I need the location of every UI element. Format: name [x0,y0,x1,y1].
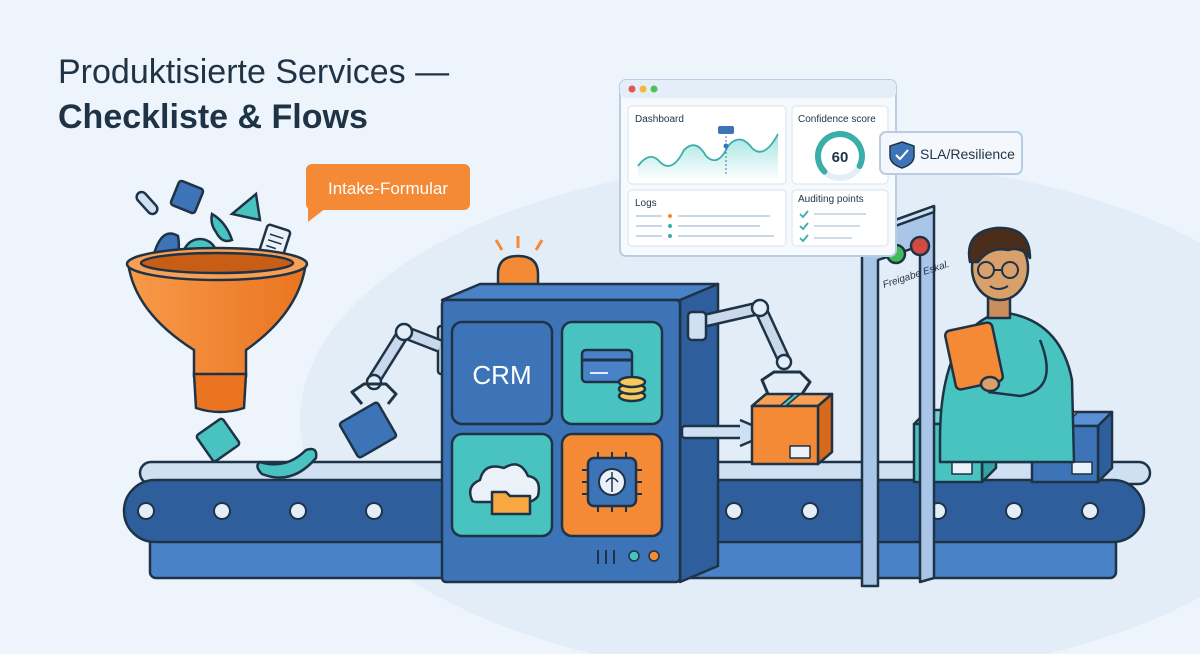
left-robot-arm [338,322,450,459]
confidence-value: 60 [832,149,849,166]
gripped-blue-cube [338,401,398,459]
machine-vent [597,550,615,564]
log-lines [636,214,774,238]
window-close-dot [628,85,636,93]
flying-shapes [135,179,318,479]
audit-checklist [799,210,866,243]
intake-form-label: Intake-Formular [328,179,448,198]
funnel-spout [192,372,248,414]
dashboard-window: Dashboard Confidence score 60 Logs Audit… [619,79,897,257]
title-line-1: Produktisierte Services — [58,53,450,91]
module-crm-label: CRM [472,360,531,390]
panel-auditing [791,189,889,247]
payment-card-icon [580,348,634,384]
window-minimize-dot [639,85,647,93]
sla-resilience-badge: SLA/Resilience [879,131,1023,175]
sla-label: SLA/Resilience [920,146,1015,162]
ai-brain-chip-icon [582,452,642,512]
panel-confidence-label: Confidence score [798,114,876,125]
module-crm [450,320,554,426]
glasses-icon [977,261,1019,279]
falling-teal-square [195,417,241,463]
flying-blue-square [169,179,205,215]
processing-machine: CRM [440,236,720,584]
flying-teal-triangle [229,191,262,222]
shield-check-icon [889,141,915,169]
person-arm [987,339,1048,398]
funnel-opening [139,251,295,275]
pusher-rod [680,418,756,448]
page-title: Produktisierte Services — Checkliste & F… [58,50,449,140]
panel-logs [627,189,787,247]
orange-package-box [750,392,834,466]
dashboard-line-chart [638,134,778,178]
gate-red-light [909,235,931,257]
machine-indicator-orange [648,550,660,562]
panel-logs-label: Logs [635,198,657,209]
person-operator [938,226,1076,464]
title-line-2: Checkliste & Flows [58,98,368,136]
panel-auditing-label: Auditing points [798,194,864,205]
window-maximize-dot [650,85,658,93]
flying-grey-pill [135,190,159,216]
intake-form-bubble: Intake-Formular [306,164,470,222]
machine-indicator-teal [628,550,640,562]
confidence-gauge-fill [815,131,865,175]
flying-teal-curl [210,212,234,243]
conveyor-rollers [137,502,1099,520]
coins-icon [617,375,647,403]
person-hair [967,226,1032,264]
falling-teal-worm [256,447,318,479]
panel-dashboard-label: Dashboard [635,114,684,125]
right-robot-arm [680,298,812,448]
cloud-folder-icon [469,463,541,516]
intake-funnel [125,223,309,414]
